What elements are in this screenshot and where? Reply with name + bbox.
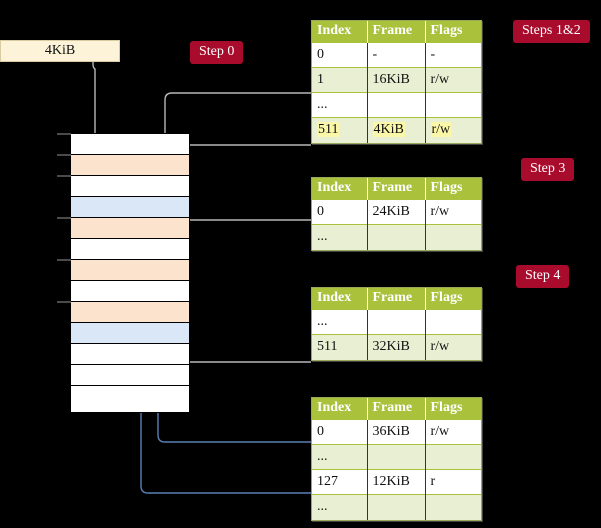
cell-frame: 16KiB — [367, 67, 426, 93]
cell-frame: 12KiB — [367, 469, 426, 495]
memory-cell-8 — [71, 302, 189, 323]
memory-tick-0 — [57, 133, 71, 135]
cell-frame: 36KiB — [367, 419, 426, 445]
memory-cell-1 — [71, 155, 189, 176]
column-header-frame: Frame — [367, 398, 426, 420]
memory-cell-2 — [71, 176, 189, 197]
cell-frame: 24KiB — [367, 199, 426, 225]
memory-cell-9 — [71, 323, 189, 344]
memory-tick-2 — [57, 175, 71, 177]
column-header-index: Index — [312, 178, 368, 200]
memory-tick-6 — [57, 259, 71, 261]
wire-l3-row0-to-memory — [177, 219, 311, 263]
cell-flags: r/w — [425, 117, 481, 143]
column-header-frame: Frame — [367, 288, 426, 310]
cell-index: 0 — [312, 42, 368, 68]
cell-frame — [367, 444, 426, 470]
cell-frame — [367, 224, 426, 250]
cell-index: 0 — [312, 419, 368, 445]
cell-frame: 32KiB — [367, 334, 426, 360]
memory-cell-4 — [71, 218, 189, 239]
cell-index: 127 — [312, 469, 368, 495]
cell-index: ... — [312, 224, 368, 250]
cell-flags — [425, 444, 481, 470]
memory-cell-6 — [71, 260, 189, 281]
cell-flags: r/w — [425, 199, 481, 225]
memory-cell-7 — [71, 281, 189, 302]
memory-cell-10 — [71, 344, 189, 365]
memory-cell-11 — [71, 365, 189, 386]
cell-flags — [425, 494, 481, 520]
physical-memory-column — [70, 133, 190, 413]
cell-flags: - — [425, 42, 481, 68]
column-header-flags: Flags — [425, 178, 481, 200]
cell-index: ... — [312, 309, 368, 335]
cell-flags — [425, 309, 481, 335]
memory-cell-5 — [71, 239, 189, 260]
table-row[interactable]: ... — [312, 494, 481, 520]
cell-index: 511 — [312, 117, 368, 143]
frame-box-label: 4KiB — [44, 43, 76, 58]
table-row[interactable]: ... — [312, 92, 481, 118]
cell-index: ... — [312, 444, 368, 470]
column-header-frame: Frame — [367, 178, 426, 200]
memory-cell-12 — [71, 386, 189, 407]
cell-index: 0 — [312, 199, 368, 225]
memory-cell-3 — [71, 197, 189, 218]
cell-index: ... — [312, 92, 368, 118]
memory-tick-1 — [57, 154, 71, 156]
step-label-step-4: Step 4 — [516, 265, 570, 288]
column-header-flags: Flags — [425, 288, 481, 310]
column-header-flags: Flags — [425, 398, 481, 420]
cell-frame: 4KiB — [367, 117, 426, 143]
cell-frame — [367, 92, 426, 118]
table-row[interactable]: ... — [312, 309, 481, 335]
memory-cell-0 — [71, 134, 189, 155]
memory-tick-8 — [57, 301, 71, 303]
step-label-step-0: Step 0 — [190, 41, 244, 64]
cell-flags — [425, 224, 481, 250]
cell-flags: r/w — [425, 419, 481, 445]
column-header-index: Index — [312, 288, 368, 310]
cell-frame — [367, 494, 426, 520]
column-header-index: Index — [312, 398, 368, 420]
frame-box-4kib: 4KiB — [0, 40, 120, 62]
wire-l4-row511-to-memory — [177, 144, 311, 161]
step-label-step-3: Step 3 — [521, 158, 575, 181]
step-label-steps-1-and-2: Steps 1&2 — [513, 20, 590, 43]
memory-tick-4 — [57, 217, 71, 219]
column-header-frame: Frame — [367, 21, 426, 43]
column-header-flags: Flags — [425, 21, 481, 43]
column-header-index: Index — [312, 21, 368, 43]
cell-flags: r — [425, 469, 481, 495]
cell-frame: - — [367, 42, 426, 68]
table-row[interactable]: ... — [312, 444, 481, 470]
cell-index: 511 — [312, 334, 368, 360]
table-row[interactable]: 0-- — [312, 42, 481, 68]
cell-index: 1 — [312, 67, 368, 93]
cell-flags: r/w — [425, 334, 481, 360]
cell-flags: r/w — [425, 67, 481, 93]
table-row[interactable]: ... — [312, 224, 481, 250]
wire-l2-row511-to-memory — [170, 307, 311, 363]
cell-frame — [367, 309, 426, 335]
cell-flags — [425, 92, 481, 118]
cell-index: ... — [312, 494, 368, 520]
